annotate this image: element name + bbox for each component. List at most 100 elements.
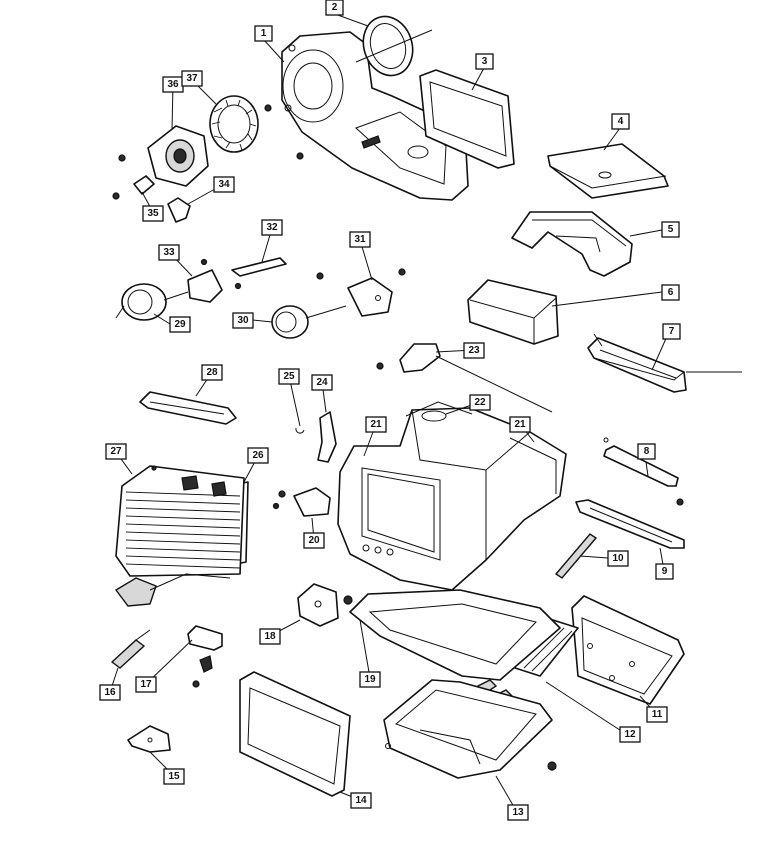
callout-9: 9 [655,563,674,580]
callout-label: 34 [218,179,230,190]
callout-label: 18 [264,631,276,642]
callout-label: 9 [662,566,668,577]
callout-13: 13 [507,804,529,821]
part-clip [187,625,223,673]
callout-label: 31 [354,234,366,245]
callout-11: 11 [646,706,668,723]
callout-10: 10 [607,550,629,567]
part-sensor-probe [110,629,151,669]
callout-35: 35 [142,205,164,222]
callout-1: 1 [254,25,273,42]
callout-5: 5 [661,221,680,238]
part-actuator-mount-left [187,269,242,303]
part-actuator-bracket [297,583,353,627]
fasteners [151,152,304,688]
callout-label: 11 [652,709,663,720]
callout-label: 16 [104,687,116,698]
callout-26: 26 [247,447,269,464]
part-inlet-ring [355,15,433,77]
callout-27: 27 [105,443,127,460]
callout-label: 36 [167,79,179,90]
part-clamp [112,175,155,200]
callout-label: 3 [482,56,488,67]
callout-label: 33 [163,247,175,258]
part-actuator-mount [316,268,406,317]
part-e-clip [295,427,305,434]
part-mounting-plate [127,725,171,753]
callout-label: 1 [261,28,267,39]
callout-label: 15 [168,771,180,782]
part-lever-arm [317,411,337,463]
callouts: 1 2 3 4 5 6 7 8 9 10 11 12 13 14 15 16 1… [99,0,681,821]
callout-label: 24 [316,377,328,388]
part-bracket-upper [603,437,684,506]
callout-25: 25 [278,368,300,385]
part-blower-housing [281,31,469,201]
part-access-cover [547,143,669,199]
part-lower-case [383,679,557,779]
part-drain-tray [349,589,561,681]
callout-15: 15 [163,768,185,785]
part-control-cable [376,343,553,413]
callout-21b: 21 [509,416,531,433]
callout-label: 21 [370,419,382,430]
part-vacuum-actuator-center [271,305,347,339]
callout-label: 32 [266,222,278,233]
callout-label: 25 [283,371,295,382]
callout-33: 33 [158,244,180,261]
callout-21a: 21 [365,416,387,433]
callout-14: 14 [350,792,372,809]
callout-8: 8 [637,443,656,460]
callout-label: 37 [186,73,198,84]
callout-32: 32 [261,219,283,236]
callout-28: 28 [201,364,223,381]
callout-label: 17 [140,679,152,690]
callout-7: 7 [662,323,681,340]
callout-17: 17 [135,676,157,693]
part-top-gasket [421,410,447,422]
callout-20: 20 [303,532,325,549]
callout-37: 37 [181,70,203,87]
callout-16: 16 [99,684,121,701]
part-seal-block [467,279,559,345]
part-small-bracket [278,487,331,517]
part-seal-strip [139,391,237,425]
callout-18: 18 [259,628,281,645]
callout-label: 27 [110,446,122,457]
callout-30: 30 [232,312,254,329]
part-evaporator-core [114,465,245,607]
callout-12: 12 [619,726,641,743]
callout-label: 28 [206,367,218,378]
callout-36: 36 [162,76,184,93]
callout-label: 7 [669,326,675,337]
part-blower-motor [118,125,209,187]
callout-label: 22 [474,397,486,408]
part-vacuum-actuator-left [115,283,189,321]
callout-label: 21 [514,419,526,430]
callout-label: 26 [252,450,264,461]
part-lower-cover [571,595,685,705]
callout-label: 19 [364,674,376,685]
callout-label: 35 [147,208,159,219]
callout-label: 29 [174,319,186,330]
part-bracket-lower [575,499,685,549]
callout-label: 12 [624,729,636,740]
part-blower-wheel [209,95,272,153]
callout-label: 10 [612,553,624,564]
callout-31: 31 [349,231,371,248]
callout-4: 4 [611,113,630,130]
callout-label: 14 [355,795,367,806]
callout-19: 19 [359,671,381,688]
callout-34: 34 [213,176,235,193]
callout-label: 5 [668,224,674,235]
part-filter-frame [419,69,515,169]
part-duct-adapter [511,211,633,277]
callout-label: 23 [468,345,480,356]
part-evaporator-case [337,401,567,591]
callout-label: 6 [668,287,674,298]
callout-label: 13 [512,807,524,818]
callout-label: 8 [644,446,650,457]
callout-2: 2 [325,0,344,16]
part-link-bracket [200,257,287,277]
